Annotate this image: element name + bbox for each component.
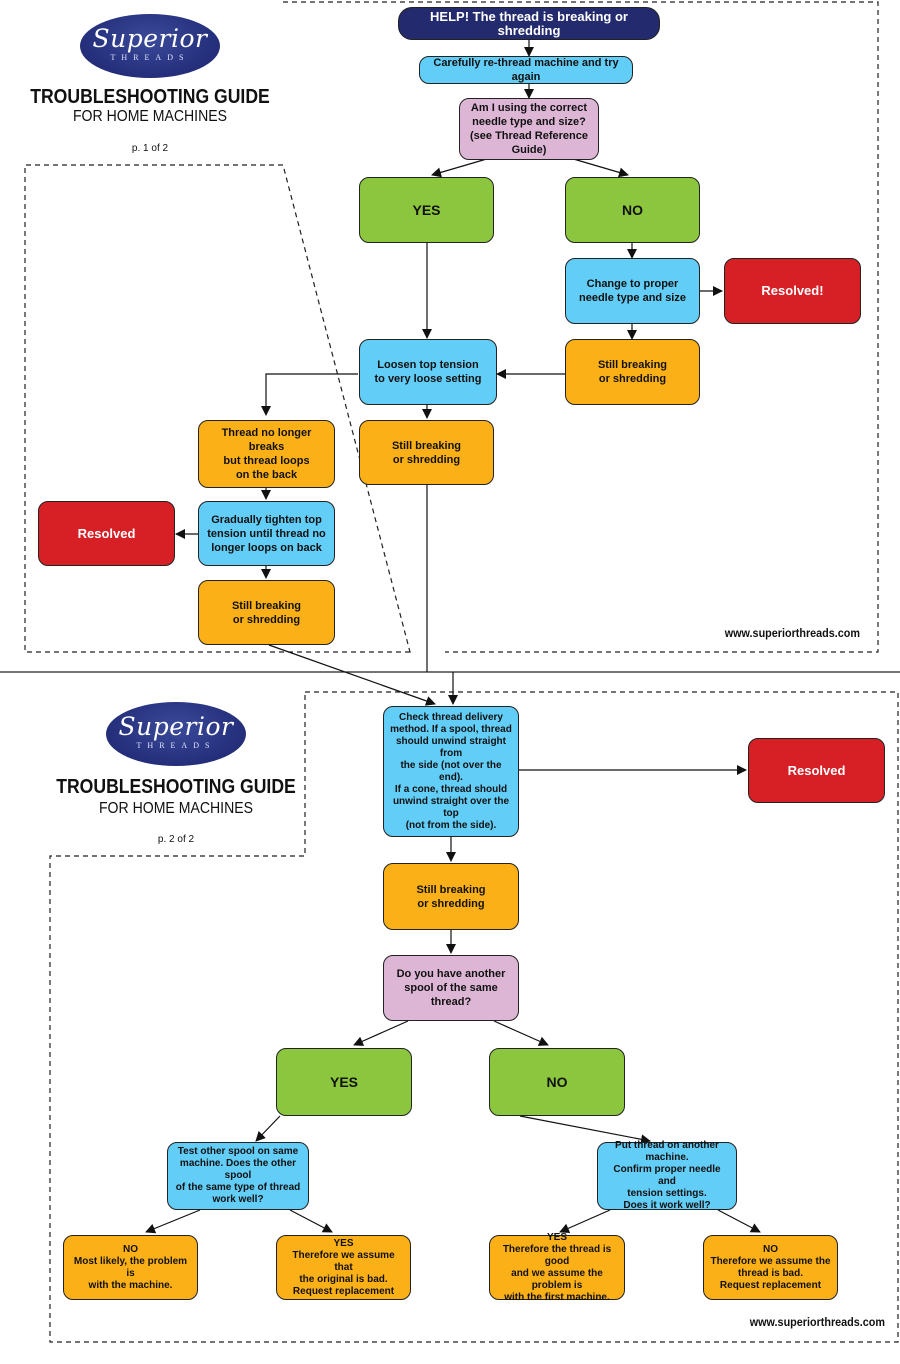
node-text: NO Most likely, the problem is with the … [73, 1243, 188, 1291]
node-text: Am I using the correct needle type and s… [470, 102, 588, 156]
rethread-node: Carefully re-thread machine and try agai… [419, 56, 633, 84]
page2-subtitle: FOR HOME MACHINES [98, 800, 254, 817]
page1-dashed-frame [24, 1, 879, 653]
node-text: Resolved [787, 762, 846, 778]
resolved-left-node: Resolved [38, 501, 175, 566]
node-text: HELP! The thread is breaking or shreddin… [430, 8, 628, 38]
page1-no-node: NO [565, 177, 700, 243]
outcome-machine-problem-node: NO Most likely, the problem is with the … [63, 1235, 198, 1300]
other-machine-node: Put thread on another machine. Confirm p… [597, 1140, 737, 1211]
start-help-node: HELP! The thread is breaking or shreddin… [398, 7, 660, 40]
node-text: Change to proper needle type and size [579, 278, 686, 304]
node-text: Check thread delivery method. If a spool… [390, 711, 512, 831]
outcome-thread-bad-node: NO Therefore we assume the thread is bad… [703, 1235, 838, 1300]
page2-no-node: NO [489, 1048, 625, 1116]
page2-url: www.superiorthreads.com [749, 1315, 885, 1329]
logo-subword: THREADS [136, 741, 216, 750]
node-text: Still breaking or shredding [597, 359, 668, 385]
node-text: YES Therefore we assume that the origina… [292, 1237, 395, 1297]
thread-loops-node: Thread no longer breaks but thread loops… [198, 420, 335, 488]
node-text: Do you have another spool of the same th… [396, 968, 506, 1008]
node-text: NO [546, 1074, 568, 1090]
node-text: Gradually tighten top tension until thre… [207, 513, 326, 554]
page1-title: TROUBLESHOOTING GUIDE [30, 86, 270, 108]
node-text: Test other spool on same machine. Does t… [175, 1146, 301, 1205]
needle-question-node: Am I using the correct needle type and s… [459, 98, 599, 160]
page1-url: www.superiorthreads.com [724, 626, 860, 640]
still-breaking-page2-node: Still breaking or shredding [383, 863, 519, 930]
node-text: Resolved! [761, 283, 824, 298]
node-text: Still breaking or shredding [231, 599, 302, 626]
logo-wordmark: Superior [118, 712, 234, 741]
node-text: Still breaking or shredding [416, 883, 486, 910]
superior-threads-logo: Superior THREADS [80, 14, 220, 78]
node-text: Thread no longer breaks but thread loops… [221, 427, 312, 481]
resolved-page2-node: Resolved [748, 738, 885, 803]
page1-yes-node: YES [359, 177, 494, 243]
node-text: YES Therefore the thread is good and we … [502, 1231, 612, 1303]
still-breaking-mid-node: Still breaking or shredding [359, 420, 494, 485]
page2-dashed-frame [49, 691, 899, 1343]
page1-page-label: p. 1 of 2 [131, 143, 169, 154]
logo-subword: THREADS [110, 53, 190, 62]
tighten-tension-node: Gradually tighten top tension until thre… [198, 501, 335, 566]
node-text: Carefully re-thread machine and try agai… [433, 57, 619, 83]
still-breaking-right-node: Still breaking or shredding [565, 339, 700, 405]
page2-title: TROUBLESHOOTING GUIDE [56, 776, 296, 798]
resolved-top-node: Resolved! [724, 258, 861, 324]
spool-question-node: Do you have another spool of the same th… [383, 955, 519, 1021]
node-text: YES [412, 202, 441, 218]
node-text: NO [622, 202, 643, 218]
logo-wordmark: Superior [92, 24, 208, 53]
change-needle-node: Change to proper needle type and size [565, 258, 700, 324]
outcome-first-machine-node: YES Therefore the thread is good and we … [489, 1232, 625, 1303]
loosen-tension-node: Loosen top tension to very loose setting [359, 339, 497, 405]
test-other-spool-node: Test other spool on same machine. Does t… [167, 1142, 309, 1210]
delivery-method-node: Check thread delivery method. If a spool… [383, 706, 519, 837]
still-breaking-left-node: Still breaking or shredding [198, 580, 335, 645]
node-text: NO Therefore we assume the thread is bad… [710, 1243, 831, 1291]
node-text: Put thread on another machine. Confirm p… [613, 1140, 721, 1211]
node-text: Loosen top tension to very loose setting [374, 359, 482, 385]
page2-yes-node: YES [276, 1048, 412, 1116]
page1-subtitle: FOR HOME MACHINES [72, 108, 228, 125]
node-text: Resolved [77, 525, 136, 541]
page2-page-label: p. 2 of 2 [157, 834, 195, 845]
outcome-original-bad-node: YES Therefore we assume that the origina… [276, 1235, 411, 1300]
node-text: Still breaking or shredding [391, 439, 462, 466]
superior-threads-logo-page2: Superior THREADS [106, 702, 246, 766]
node-text: YES [329, 1074, 358, 1090]
